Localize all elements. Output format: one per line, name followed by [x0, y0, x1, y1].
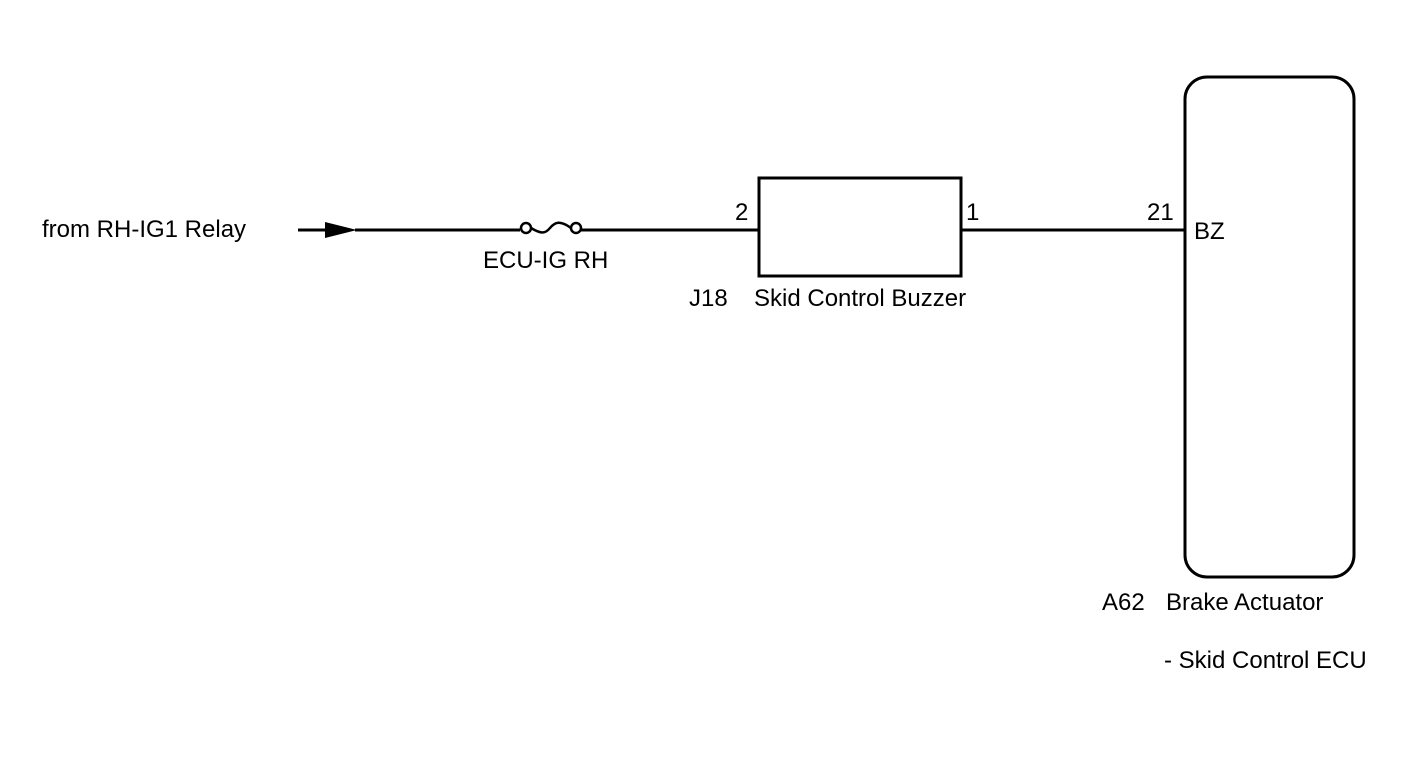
buzzer-name: Skid Control Buzzer [754, 285, 966, 312]
fuse-icon [519, 221, 583, 235]
ecu-name-line1: Brake Actuator [1166, 589, 1323, 616]
source-label: from RH-IG1 Relay [42, 216, 246, 243]
ecu-box [1183, 75, 1356, 579]
buzzer-pin-out: 1 [966, 199, 979, 226]
buzzer-box [757, 176, 963, 278]
buzzer-pin-in: 2 [735, 199, 748, 226]
ecu-pin-name: BZ [1194, 218, 1225, 245]
ecu-connector: A62 [1102, 589, 1145, 616]
ecu-pin-number: 21 [1147, 199, 1174, 226]
fuse-name: ECU-IG RH [483, 247, 608, 274]
ecu-name-line2: - Skid Control ECU [1164, 647, 1367, 674]
source-arrow-head [325, 222, 357, 238]
buzzer-connector: J18 [689, 285, 728, 312]
